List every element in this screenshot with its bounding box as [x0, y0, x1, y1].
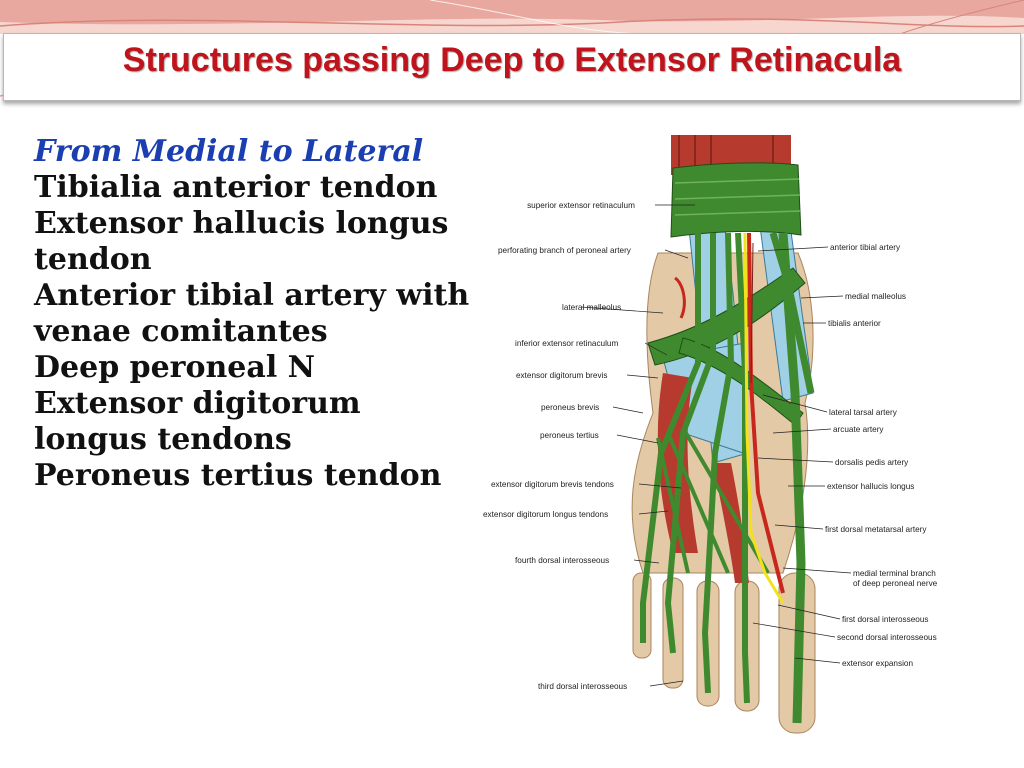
label-third-dorsal-interosseous: third dorsal interosseous	[538, 682, 627, 691]
header-decoration	[0, 0, 1024, 97]
label-peroneus-tertius: peroneus tertius	[540, 431, 599, 440]
label-extensor-expansion: extensor expansion	[842, 659, 913, 668]
list-subtitle: From Medial to Lateral	[34, 134, 424, 169]
label-medial-malleolus: medial malleolus	[845, 292, 906, 301]
list-item-deep-peroneal-nerve: Deep peroneal N	[34, 350, 316, 385]
label-of-deep-peroneal-nerve: of deep peroneal nerve	[853, 579, 938, 588]
label-arcuate-artery: arcuate artery	[833, 425, 884, 434]
list-item-extensor-digitorum-longus: Extensor digitorum longus tendons	[34, 386, 361, 457]
list-item-extensor-hallucis-longus: Extensor hallucis longus tendon	[34, 206, 449, 277]
label-inferior-extensor-retinaculum: inferior extensor retinaculum	[515, 339, 618, 348]
label-lateral-tarsal-artery: lateral tarsal artery	[829, 408, 898, 417]
list-item-peroneus-tertius: Peroneus tertius tendon	[34, 458, 442, 493]
label-anterior-tibial-artery: anterior tibial artery	[830, 243, 901, 252]
label-extensor-hallucis-longus: extensor hallucis longus	[827, 482, 914, 491]
structure-list: From Medial to Lateral Tibialia anterior…	[34, 134, 479, 494]
label-superior-extensor-retinaculum: superior extensor retinaculum	[527, 201, 635, 210]
list-item-anterior-tibial-artery: Anterior tibial artery with venae comita…	[34, 278, 470, 349]
label-extensor-digitorum-brevis-tendons: extensor digitorum brevis tendons	[491, 480, 614, 489]
label-medial-terminal-branch: medial terminal branch	[853, 569, 936, 578]
label-tibialis-anterior: tibialis anterior	[828, 319, 881, 328]
title-bar	[3, 33, 1021, 101]
label-peroneus-brevis: peroneus brevis	[541, 403, 599, 412]
label-first-dorsal-metatarsal-artery: first dorsal metatarsal artery	[825, 525, 927, 534]
label-fourth-dorsal-interosseous: fourth dorsal interosseous	[515, 556, 609, 565]
label-first-dorsal-interosseous: first dorsal interosseous	[842, 615, 928, 624]
slide-title: Structures passing Deep to Extensor Reti…	[122, 41, 902, 79]
label-perforating-branch-peroneal-artery: perforating branch of peroneal artery	[498, 246, 632, 255]
foot-anatomy-figure: superior extensor retinaculum perforatin…	[483, 133, 960, 737]
label-extensor-digitorum-longus-tendons: extensor digitorum longus tendons	[483, 510, 608, 519]
foot-anatomy-illustration: superior extensor retinaculum perforatin…	[483, 135, 938, 734]
label-extensor-digitorum-brevis: extensor digitorum brevis	[516, 371, 607, 380]
label-second-dorsal-interosseous: second dorsal interosseous	[837, 633, 937, 642]
label-lateral-malleolus: lateral malleolus	[562, 303, 621, 312]
label-dorsalis-pedis-artery: dorsalis pedis artery	[835, 458, 909, 467]
list-item-tibialis-anterior: Tibialia anterior tendon	[34, 170, 438, 205]
